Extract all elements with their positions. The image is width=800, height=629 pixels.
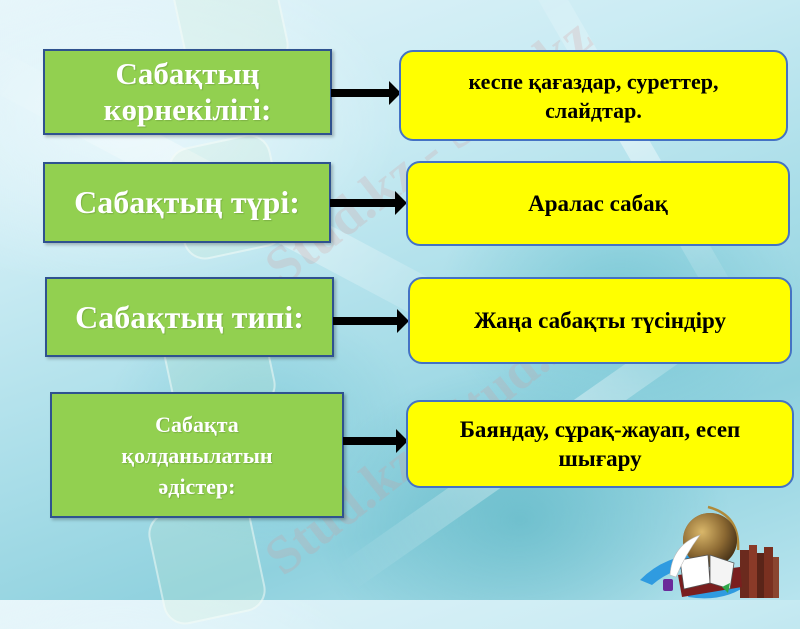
label-box-visual-aids: Сабақтың көрнекілігі: xyxy=(43,49,332,135)
value-line: Аралас сабақ xyxy=(528,190,668,216)
label-line: көрнекілігі: xyxy=(103,92,272,127)
value-line: слайдтар. xyxy=(545,97,642,123)
value-line: шығару xyxy=(558,446,642,471)
arrow-right-icon xyxy=(331,81,401,105)
value-box-lesson-type: Жаңа сабақты түсіндіру xyxy=(408,277,792,364)
label-box-lesson-kind: Сабақтың түрі: xyxy=(43,162,331,243)
value-line: кеспе қағаздар, суреттер, xyxy=(468,68,719,94)
value-box-methods: Баяндау, сұрақ-жауап, есеп шығару xyxy=(406,400,794,488)
value-box-lesson-kind: Аралас сабақ xyxy=(406,161,790,246)
value-box-visual-aids: кеспе қағаздар, суреттер, слайдтар. xyxy=(399,50,788,141)
label-line: қолданылатын xyxy=(121,442,273,468)
value-line: Баяндау, сұрақ-жауап, есеп xyxy=(459,417,741,442)
label-box-lesson-type: Сабақтың типі: xyxy=(45,277,334,357)
label-box-methods: Сабақта қолданылатын әдістер: xyxy=(50,392,344,518)
label-line: әдістер: xyxy=(158,473,236,499)
arrow-right-icon xyxy=(333,309,409,333)
globe-books-icon xyxy=(630,505,780,600)
arrow-right-icon xyxy=(330,191,407,215)
label-line: Сабақтың типі: xyxy=(75,298,304,335)
arrow-right-icon xyxy=(343,429,408,453)
label-line: Сабақтың xyxy=(115,56,260,91)
label-line: Сабақтың түрі: xyxy=(74,184,300,220)
label-line: Сабақта xyxy=(155,411,239,437)
value-line: Жаңа сабақты түсіндіру xyxy=(473,307,727,333)
